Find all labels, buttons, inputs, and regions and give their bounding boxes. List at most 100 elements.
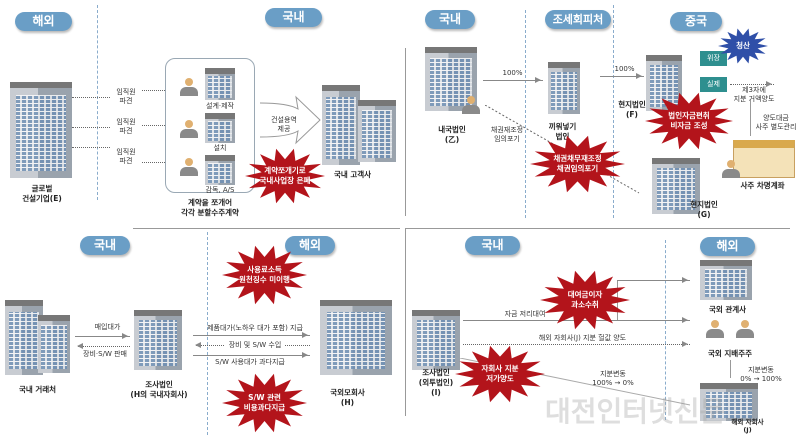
purchase-label: 매입대가: [94, 323, 121, 331]
client-building-icon: [5, 300, 43, 375]
task-label: 설치: [213, 144, 227, 152]
parent-building-icon: [320, 300, 392, 375]
starburst-shape: [718, 28, 768, 64]
transfer-label: 제3자에 지분 거액양도: [733, 86, 775, 103]
subject-label: 조사법인 (외투법인) (I): [418, 368, 454, 397]
divider: [525, 10, 526, 218]
dispatch-label: 임직원 파견: [116, 88, 136, 105]
arrow: [617, 277, 690, 283]
dispatch-label: 임직원 파견: [116, 118, 136, 135]
burst-sw-cost: S/W 관련 비용과다지급: [222, 373, 307, 433]
waiver-label: 채권재조정 임의포기: [490, 126, 524, 143]
person-icon: [706, 320, 730, 344]
person-icon: [180, 78, 198, 96]
task-label: 설계·제작: [206, 102, 234, 110]
divider: [207, 232, 208, 435]
burst-slush-fund: 법인자금편취 비자금 조성: [645, 92, 733, 150]
label-domestic: 국내: [265, 8, 322, 27]
affiliate-label: 국외 관계사: [708, 305, 747, 314]
label-overseas: 해외: [700, 237, 755, 256]
starburst-shape: [455, 345, 545, 403]
percent-label: 100%: [614, 65, 635, 73]
sub-j-building-icon: [700, 383, 758, 421]
arrow: [730, 360, 731, 378]
divider: [405, 228, 790, 229]
starburst-shape: [222, 373, 307, 433]
dotted-line: [142, 125, 165, 126]
dispatch-label: 임직원 파견: [116, 148, 136, 165]
task-label: 감독, A/S: [205, 186, 235, 194]
divider: [665, 240, 666, 420]
affiliate-building-icon: [700, 260, 752, 300]
contract-box: [165, 58, 255, 193]
dotted-line: [72, 147, 110, 148]
local-g-label: 현지법인 (G): [690, 200, 718, 219]
label-domestic: 국내: [80, 236, 130, 255]
label-china: 중국: [670, 12, 722, 31]
client-label: 국내 거래처: [18, 385, 57, 394]
bankbook-icon: [733, 140, 795, 178]
change-in-label: 지분변동 0% → 100%: [740, 366, 782, 383]
proceeds-label: 양도대금 사주 별도관리: [755, 114, 797, 131]
label-tax-haven: 조세회피처: [545, 10, 611, 29]
box-caption: 계약을 쪼개어 각각 분할수주계약: [181, 198, 239, 217]
divider: [613, 5, 614, 218]
person-icon: [180, 120, 198, 138]
label-domestic: 국내: [465, 236, 520, 255]
starburst-shape: [530, 135, 625, 193]
sub-j-label: 해외 자회사 (J): [731, 418, 764, 434]
building-icon: [205, 155, 235, 185]
dotted-line: [72, 127, 110, 128]
tag-fake: 위장: [700, 51, 727, 66]
starburst-shape: [222, 245, 307, 305]
company-label: 내국법인 (乙): [438, 125, 466, 144]
shell-label: 끼워넣기 법인: [548, 122, 577, 141]
puppet-building-icon: [548, 62, 580, 114]
label-overseas: 해외: [15, 12, 72, 31]
building-icon: [205, 113, 235, 143]
burst-concealment: 계약쪼개기로 국내사업장 은폐: [245, 148, 325, 204]
watermark: 대전인터넷신문: [545, 395, 726, 428]
dotted-line: [142, 162, 165, 163]
starburst-shape: [645, 92, 733, 150]
change-out-label: 지분변동 100% → 0%: [592, 370, 634, 387]
burst-liquidation: 청산: [718, 28, 768, 64]
customer-building-icon: [358, 100, 396, 162]
account-label: 사주 차명계좌: [740, 181, 785, 190]
person-icon: [180, 158, 198, 176]
arrow: [750, 100, 751, 136]
dotted-arrow: [730, 81, 774, 87]
dotted-arrow: [463, 341, 690, 347]
percent-label: 100%: [502, 69, 523, 77]
pay-product-label: 제품대가(노하우 대가 포함) 지급: [207, 324, 303, 332]
divider: [405, 228, 406, 416]
arrow: [193, 352, 310, 358]
label-domestic: 국내: [425, 10, 475, 29]
dotted-line: [72, 97, 110, 98]
person-icon: [462, 96, 480, 114]
arrow: [193, 332, 310, 338]
service-label: 건설용역 제공: [271, 116, 297, 133]
customer-building-icon: [322, 85, 360, 165]
share-transfer-label: 해외 자회사(J) 지분 헐값 양도: [538, 334, 627, 342]
subject-building-icon: [134, 310, 182, 370]
label-overseas: 해외: [285, 236, 335, 255]
burst-share-sale: 자회사 지분 저가양도: [455, 345, 545, 403]
building-g-icon: [652, 158, 700, 214]
arrow: [600, 73, 644, 79]
import-label: 장비 및 S/W 수입: [225, 341, 285, 350]
starburst-shape: [540, 270, 630, 330]
shareholder-label: 국외 지배주주: [707, 349, 752, 358]
divider: [405, 48, 406, 216]
customer-label: 국내 고객사: [333, 170, 372, 179]
local-f-label: 현지법인 (F): [618, 100, 646, 119]
parent-label: 국외모회사 (H): [330, 388, 365, 407]
client-building-icon: [38, 315, 70, 373]
company-e-label: 글로벌 건설기업(E): [22, 184, 62, 203]
starburst-shape: [245, 148, 325, 204]
burst-debt-waiver: 채권채무재조정 채권임의포기: [530, 135, 625, 193]
burst-interest: 대여금이자 과소수취: [540, 270, 630, 330]
arrow: [75, 333, 130, 339]
burst-royalty: 사용료소득 원천징수 미이행: [222, 245, 307, 305]
divider: [133, 228, 400, 229]
